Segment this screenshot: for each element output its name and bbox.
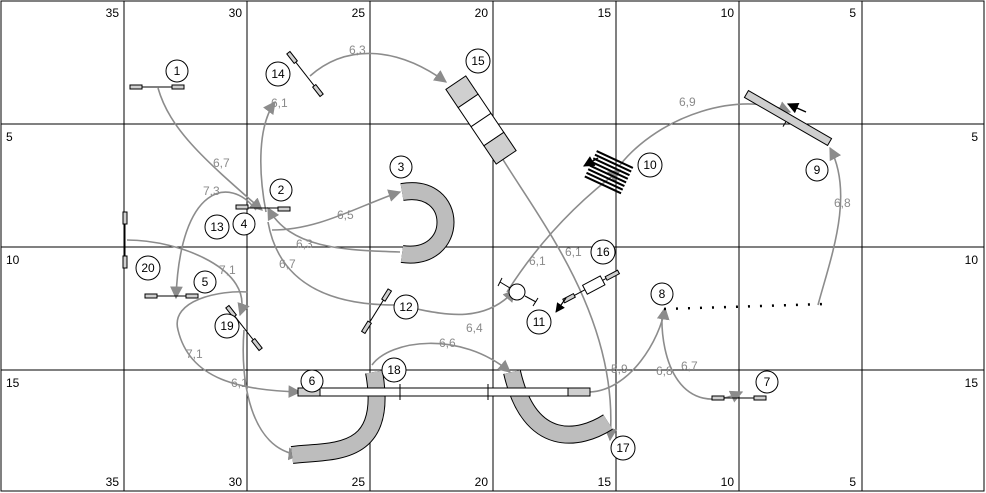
right-label: 5 xyxy=(971,130,978,144)
left-label: 10 xyxy=(6,253,20,267)
tunnel-3 xyxy=(400,182,455,264)
distance-label: 6,6 xyxy=(439,336,456,350)
top-label: 10 xyxy=(721,6,735,20)
jump-5 xyxy=(144,293,199,299)
distance-label: 6,4 xyxy=(466,321,483,335)
distance-label: 6,5 xyxy=(337,208,354,222)
obstacle-number: 6 xyxy=(309,374,316,388)
top-label: 15 xyxy=(598,6,612,20)
distance-label: 6,3 xyxy=(296,237,313,251)
obstacle-number: 17 xyxy=(616,441,630,455)
distance-label: 6,1 xyxy=(529,254,546,268)
obstacle-number: 8 xyxy=(659,287,666,301)
distance-label: 6,7 xyxy=(213,156,230,170)
distance-label: 6,1 xyxy=(565,245,582,259)
top-label: 5 xyxy=(849,6,856,20)
right-label: 10 xyxy=(965,253,979,267)
top-label: 35 xyxy=(106,6,120,20)
obstacle-number: 13 xyxy=(210,220,224,234)
top-label: 30 xyxy=(229,6,243,20)
a-frame-15 xyxy=(445,75,517,165)
distance-label: 7,1 xyxy=(219,263,236,277)
obstacle-number: 15 xyxy=(471,54,485,68)
bottom-label: 30 xyxy=(229,475,243,489)
obstacle-number: 11 xyxy=(533,315,546,329)
top-label: 20 xyxy=(475,6,489,20)
tire-11 xyxy=(497,277,539,307)
obstacle-number: 16 xyxy=(596,245,610,259)
distance-label: 6,8 xyxy=(834,196,851,210)
bottom-label: 35 xyxy=(106,475,120,489)
distance-label: 6,7 xyxy=(681,359,698,373)
obstacle-number: 19 xyxy=(220,319,234,333)
jump-2-4 xyxy=(235,204,291,212)
jump-16 xyxy=(562,269,621,304)
distance-label: 6,1 xyxy=(231,376,248,390)
tunnel-17 xyxy=(503,369,613,444)
left-label: 5 xyxy=(6,130,13,144)
obstacle-number: 7 xyxy=(764,375,771,389)
right-label: 15 xyxy=(965,376,979,390)
obstacle-number: 5 xyxy=(202,275,209,289)
obstacle-number: 2 xyxy=(278,183,285,197)
distance-label: 6,8 xyxy=(656,364,673,378)
jump-1 xyxy=(129,84,185,90)
obstacle-number: 4 xyxy=(241,217,248,231)
teeter-9 xyxy=(743,89,833,147)
obstacle-number: 18 xyxy=(387,363,401,377)
obstacle-number: 14 xyxy=(271,67,285,81)
distance-labels: 6,7 7,3 6,5 6,3 6,1 6,3 6,7 6,4 6,1 6,9 … xyxy=(186,43,851,390)
table-line-8 xyxy=(663,302,825,311)
distance-label: 6,1 xyxy=(271,96,288,110)
jump-12 xyxy=(360,288,393,335)
distance-label: 6,9 xyxy=(679,95,696,109)
distance-label: 6,7 xyxy=(279,257,296,271)
weaves-10 xyxy=(584,150,634,195)
obstacle-number: 3 xyxy=(398,160,405,174)
obstacle-number: 9 xyxy=(814,163,821,177)
obstacle-number: 10 xyxy=(643,158,657,172)
bottom-label: 20 xyxy=(475,475,489,489)
obstacle-number: 1 xyxy=(174,64,181,78)
distance-label: 7,3 xyxy=(203,184,220,198)
tunnel-18 xyxy=(290,370,386,464)
obstacle-number: 20 xyxy=(141,261,155,275)
jump-20 xyxy=(122,211,128,269)
grid-labels: 35 30 25 20 15 10 5 35 30 25 20 15 10 5 … xyxy=(6,6,978,489)
bottom-label: 5 xyxy=(849,475,856,489)
bottom-label: 25 xyxy=(352,475,366,489)
bottom-label: 10 xyxy=(721,475,735,489)
top-label: 25 xyxy=(352,6,366,20)
dog-walk-6 xyxy=(297,384,591,400)
jump-7 xyxy=(711,395,767,401)
distance-label: 5,9 xyxy=(611,362,628,376)
obstacle-numbers: 1 2 3 4 5 6 7 8 9 10 11 12 13 14 15 16 1… xyxy=(135,48,829,461)
left-label: 15 xyxy=(6,376,20,390)
distance-label: 7,1 xyxy=(186,347,203,361)
distance-label: 6,3 xyxy=(349,43,366,57)
obstacle-number: 12 xyxy=(399,300,413,314)
jump-14 xyxy=(286,50,324,98)
bottom-label: 15 xyxy=(598,475,612,489)
